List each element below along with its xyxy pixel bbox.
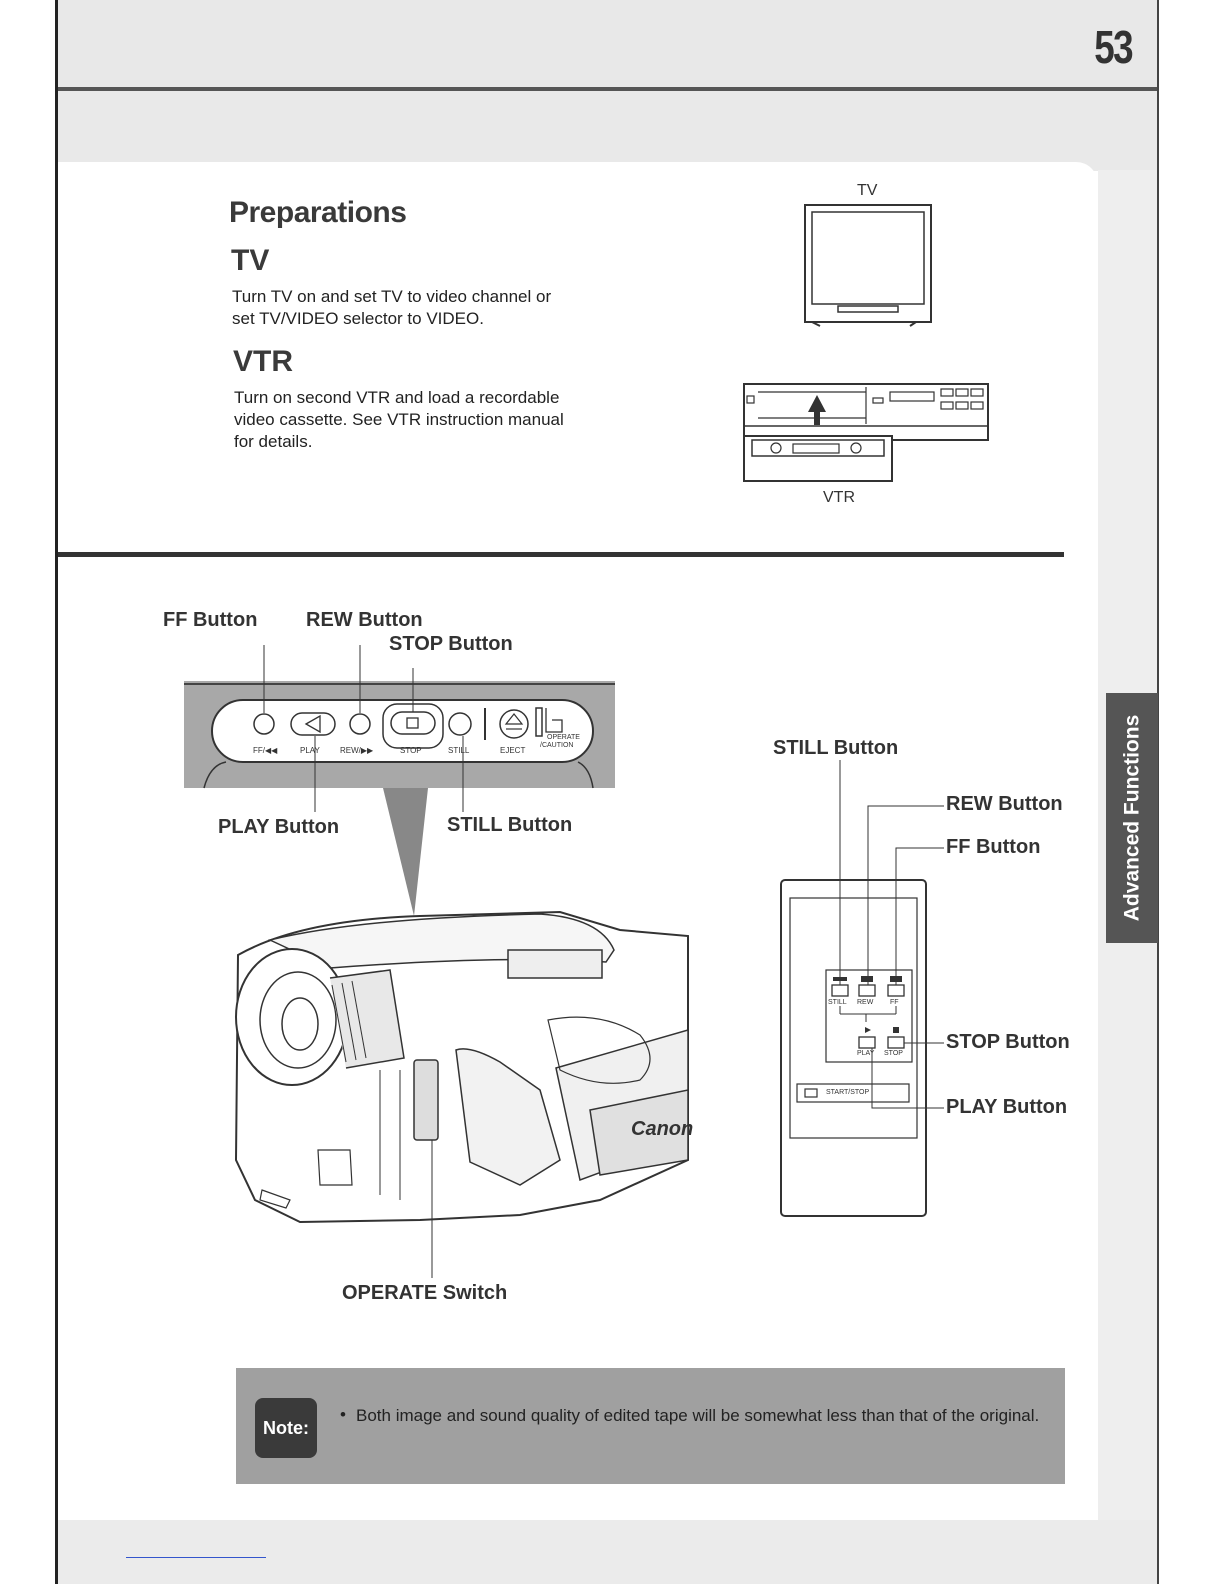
panel-label-ff: FF/◀◀ (253, 746, 278, 755)
vtr-line-3: for details. (234, 432, 313, 451)
panel-label-caution: /CAUTION (540, 742, 574, 749)
remote-play-button (858, 1036, 876, 1049)
remote-label-start-stop: START/STOP (826, 1089, 870, 1096)
rew-button-graphic (349, 713, 371, 735)
operate-switch-graphic (535, 707, 543, 737)
vtr-instructions: Turn on second VTR and load a recordable… (234, 387, 644, 453)
note-text: Both image and sound quality of edited t… (356, 1406, 1040, 1425)
tv-illustration-label: TV (857, 182, 878, 199)
remote-label-still: STILL (828, 999, 847, 1006)
callout-play-button: PLAY Button (218, 816, 340, 838)
vtr-illustration-label: VTR (823, 489, 855, 506)
ff-button-graphic (253, 713, 275, 735)
side-tab-label: Advanced Functions (1120, 714, 1143, 922)
preparations-heading: Preparations (229, 196, 407, 229)
content-area (58, 162, 1098, 1522)
vtr-line-2: video cassette. See VTR instruction manu… (234, 410, 564, 429)
panel-label-rew: REW/▶▶ (340, 746, 374, 755)
tv-line-1: Turn TV on and set TV to video channel o… (232, 287, 552, 306)
panel-label-operate: OPERATE (547, 734, 580, 741)
footer-link-underline (126, 1557, 266, 1558)
remote-label-play: PLAY (857, 1050, 875, 1057)
remote-callout-ff: FF Button (946, 836, 1041, 858)
section-divider (58, 552, 1064, 557)
tv-illustration (804, 204, 932, 327)
header-rule (58, 87, 1157, 91)
left-margin-rule (55, 0, 58, 1584)
footer-band (58, 1520, 1157, 1584)
remote-start-stop-button (796, 1083, 910, 1103)
section-side-tab: Advanced Functions (1106, 693, 1158, 943)
vtr-line-1: Turn on second VTR and load a recordable (234, 388, 560, 407)
note-badge: Note: (255, 1398, 317, 1458)
remote-label-stop: STOP (884, 1050, 903, 1057)
remote-callout-stop: STOP Button (946, 1031, 1070, 1053)
still-button-graphic (448, 712, 472, 736)
panel-label-eject: EJECT (500, 746, 526, 755)
callout-stop-button: STOP Button (389, 633, 513, 655)
control-panel-closeup (184, 645, 615, 812)
remote-rew-button (858, 984, 876, 997)
callout-rew-button: REW Button (306, 609, 423, 631)
panel-label-still: STILL (448, 746, 470, 755)
vtr-heading: VTR (233, 345, 293, 378)
tv-line-2: set TV/VIDEO selector to VIDEO. (232, 309, 484, 328)
tv-instructions: Turn TV on and set TV to video channel o… (232, 286, 642, 330)
remote-callout-play: PLAY Button (946, 1096, 1068, 1118)
vtr-illustration (743, 383, 989, 482)
note-box (236, 1368, 1065, 1484)
panel-label-stop: STOP (400, 746, 422, 755)
play-button-graphic (290, 712, 336, 736)
callout-still-button: STILL Button (447, 814, 573, 836)
header-shade (58, 91, 1157, 171)
page-number: 53 (1094, 21, 1133, 73)
remote-label-ff: FF (890, 999, 899, 1006)
header-band (58, 0, 1157, 90)
remote-callout-still: STILL Button (773, 737, 899, 759)
operate-switch-on-body (413, 1059, 439, 1141)
callout-pointer (383, 788, 428, 916)
remote-label-rew: REW (857, 999, 874, 1006)
callout-ff-button: FF Button (163, 609, 258, 631)
camcorder-body (234, 910, 689, 1224)
right-margin-rule (1157, 0, 1159, 1584)
tv-heading: TV (231, 244, 270, 277)
note-bullet: • (340, 1405, 346, 1424)
eject-button-graphic (499, 709, 529, 739)
panel-label-play: PLAY (300, 746, 320, 755)
remote-callout-rew: REW Button (946, 793, 1063, 815)
callout-operate-switch: OPERATE Switch (342, 1282, 508, 1304)
camcorder-brand-logo: Canon (631, 1118, 694, 1140)
